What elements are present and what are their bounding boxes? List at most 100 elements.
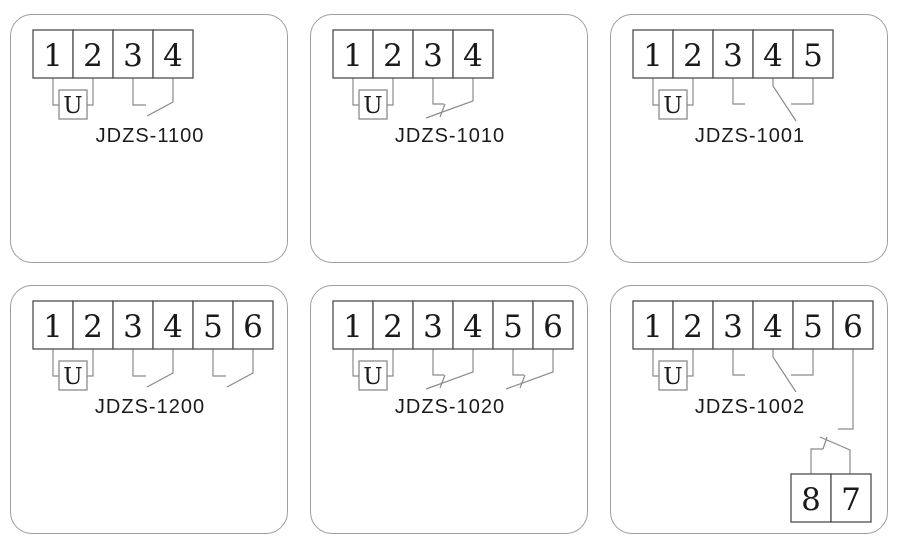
- terminal-number: 1: [343, 309, 363, 345]
- terminal-box: [792, 29, 834, 79]
- coil-wire: [352, 349, 359, 377]
- terminal-box: [332, 300, 374, 350]
- coil-label: U: [63, 364, 82, 390]
- changeover-moving-wire: [772, 78, 797, 122]
- coil-wire: [87, 78, 94, 106]
- coil-box: [658, 89, 688, 120]
- coil-box: [658, 360, 688, 391]
- coil-wire: [687, 349, 694, 377]
- terminal-number: 1: [43, 309, 63, 345]
- terminal-box: [332, 29, 374, 79]
- no-contact-fixed-wire: [132, 78, 146, 106]
- terminal-number: 1: [43, 38, 63, 74]
- terminal-number: 4: [463, 38, 483, 74]
- changeover-left-wire: [732, 349, 745, 376]
- terminal-box: [452, 29, 494, 79]
- terminal-box: [752, 29, 794, 79]
- terminal-number: 1: [343, 38, 363, 74]
- nc-contact-fixed-wire: [432, 78, 444, 105]
- terminal-box: [372, 300, 414, 350]
- panel-jdzs-1010: U 1 2 3 4 JDZS-1010: [310, 14, 588, 263]
- terminal-box: [72, 29, 114, 79]
- terminal-number: 5: [803, 309, 823, 345]
- aux-contact-moving-wire: [819, 436, 851, 474]
- panel-jdzs-1002: U 1 2 3 4 5 6 8 7 JDZS-1002: [610, 285, 888, 534]
- model-label: JDZS-1002: [695, 396, 805, 418]
- terminal-box: [412, 29, 454, 79]
- terminal-box: [232, 300, 274, 350]
- terminal-number: 6: [243, 309, 263, 345]
- terminal-number: 1: [643, 38, 663, 74]
- coil-wire: [87, 349, 94, 377]
- nc-contact-tick: [439, 103, 446, 118]
- nc-contact-moving-wire: [425, 349, 474, 390]
- aux-terminal-number: 8: [801, 482, 821, 518]
- panel-jdzs-1001: U 1 2 3 4 5 JDZS-1001: [610, 14, 888, 263]
- coil-wire: [52, 349, 59, 377]
- coil-wire: [387, 78, 394, 106]
- terminal-number: 4: [163, 38, 183, 74]
- terminal-number: 5: [503, 309, 523, 345]
- coil-box: [358, 360, 388, 391]
- terminal-box: [712, 300, 754, 350]
- model-label: JDZS-1100: [96, 125, 205, 147]
- terminal-number: 2: [383, 38, 403, 74]
- terminal-number: 3: [123, 38, 143, 74]
- terminal-box: [532, 300, 574, 350]
- diagram-jdzs-1001: U 1 2 3 4 5 JDZS-1001: [632, 29, 834, 147]
- coil-label: U: [663, 364, 682, 390]
- changeover-right-wire: [791, 349, 814, 376]
- panel-jdzs-1020: U 1 2 3 4 5 6 JDZS-1020: [310, 285, 588, 534]
- terminal-number: 2: [683, 309, 703, 345]
- terminal-box: [672, 29, 714, 79]
- coil-label: U: [363, 93, 382, 119]
- aux-contact-tick: [822, 436, 828, 450]
- coil-wire: [52, 78, 59, 106]
- terminal-number: 5: [203, 309, 223, 345]
- no-contact-moving-wire: [226, 349, 254, 388]
- diagram-jdzs-1002: U 1 2 3 4 5 6 8 7 JDZS-1002: [632, 300, 874, 523]
- terminal-box: [832, 300, 874, 350]
- terminal-box: [32, 29, 74, 79]
- terminal-box: [72, 300, 114, 350]
- terminal-box: [492, 300, 534, 350]
- model-label: JDZS-1010: [395, 125, 505, 147]
- terminal-box: [632, 29, 674, 79]
- terminal-number: 6: [543, 309, 563, 345]
- coil-wire: [387, 349, 394, 377]
- no-contact-moving-wire: [146, 349, 174, 388]
- changeover-moving-wire: [772, 349, 797, 393]
- model-label: JDZS-1001: [695, 125, 805, 147]
- terminal-number: 5: [803, 38, 823, 74]
- terminal-box: [112, 29, 154, 79]
- terminal-number: 4: [463, 309, 483, 345]
- terminal-number: 3: [723, 38, 743, 74]
- terminal-number: 2: [83, 38, 103, 74]
- terminal-box: [152, 29, 194, 79]
- coil-label: U: [363, 364, 382, 390]
- aux-terminal-box: [830, 473, 872, 523]
- model-label: JDZS-1200: [95, 396, 205, 418]
- terminal-box: [412, 300, 454, 350]
- terminal-box: [792, 300, 834, 350]
- terminal-number: 3: [423, 38, 443, 74]
- changeover-right-wire: [791, 78, 814, 105]
- terminal-number: 4: [163, 309, 183, 345]
- terminal-number: 4: [763, 309, 783, 345]
- nc-contact-fixed-wire: [432, 349, 444, 376]
- coil-wire: [352, 78, 359, 106]
- coil-box: [358, 89, 388, 120]
- diagram-jdzs-1020: U 1 2 3 4 5 6 JDZS-1020: [332, 300, 574, 418]
- diagram-jdzs-1200: U 1 2 3 4 5 6 JDZS-1200: [32, 300, 274, 418]
- coil-wire: [652, 349, 659, 377]
- terminal6-drop-wire: [838, 349, 854, 430]
- terminal-number: 2: [83, 309, 103, 345]
- no-contact-fixed-wire: [212, 349, 226, 377]
- aux-terminal-number: 7: [841, 482, 861, 518]
- terminal-box: [752, 300, 794, 350]
- aux-contact-fixed-wire: [810, 448, 823, 474]
- coil-label: U: [663, 93, 682, 119]
- terminal-number: 2: [383, 309, 403, 345]
- nc-contact-tick: [439, 374, 446, 389]
- terminal-number: 4: [763, 38, 783, 74]
